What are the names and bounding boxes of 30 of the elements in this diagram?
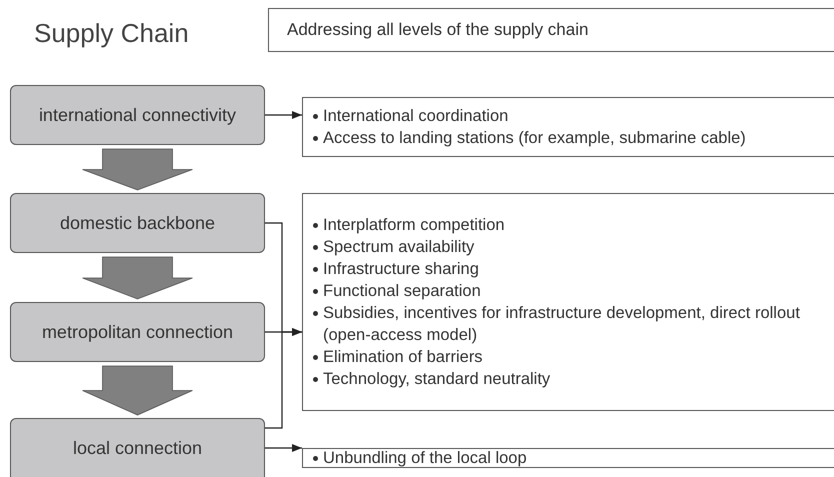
block-arrow	[82, 366, 193, 416]
bullet-item: International coordination	[323, 106, 510, 127]
stage-box	[10, 302, 265, 362]
bullet-list-box	[302, 97, 834, 157]
arrow	[265, 111, 302, 119]
block-arrow	[82, 148, 193, 190]
stage-label: metropolitan connection	[42, 321, 234, 344]
bullet-item: Technology, standard neutrality	[323, 369, 552, 390]
arrow	[265, 328, 302, 429]
bullet-item: Subsidies, incentives for infrastructure development, direct rollout (open-access model)	[323, 303, 801, 346]
bullet-item: Elimination of barriers	[323, 347, 484, 368]
stage-box	[10, 418, 265, 477]
bullet-item: Access to landing stations (for example, submarine cable)	[323, 128, 747, 149]
arrow	[265, 444, 302, 452]
header-box	[268, 8, 834, 52]
bullet-item: Interplatform competition	[323, 215, 506, 236]
bullet-item: Spectrum availability	[323, 237, 476, 258]
title: Supply Chain	[34, 17, 189, 50]
bullet-item: Unbundling of the local loop	[323, 448, 528, 469]
header-text: Addressing all levels of the supply chain	[287, 19, 588, 42]
stage-box	[10, 193, 265, 253]
bullet-list-box	[302, 193, 834, 411]
bullet-item: Infrastructure sharing	[323, 259, 480, 280]
stage-label: domestic backbone	[60, 212, 216, 235]
stage-box	[10, 85, 265, 145]
bullet-item: Functional separation	[323, 281, 482, 302]
stage-label: international connectivity	[38, 104, 236, 127]
stage-label: local connection	[72, 437, 202, 460]
bullet-list-box	[302, 448, 834, 468]
block-arrow	[82, 256, 193, 300]
